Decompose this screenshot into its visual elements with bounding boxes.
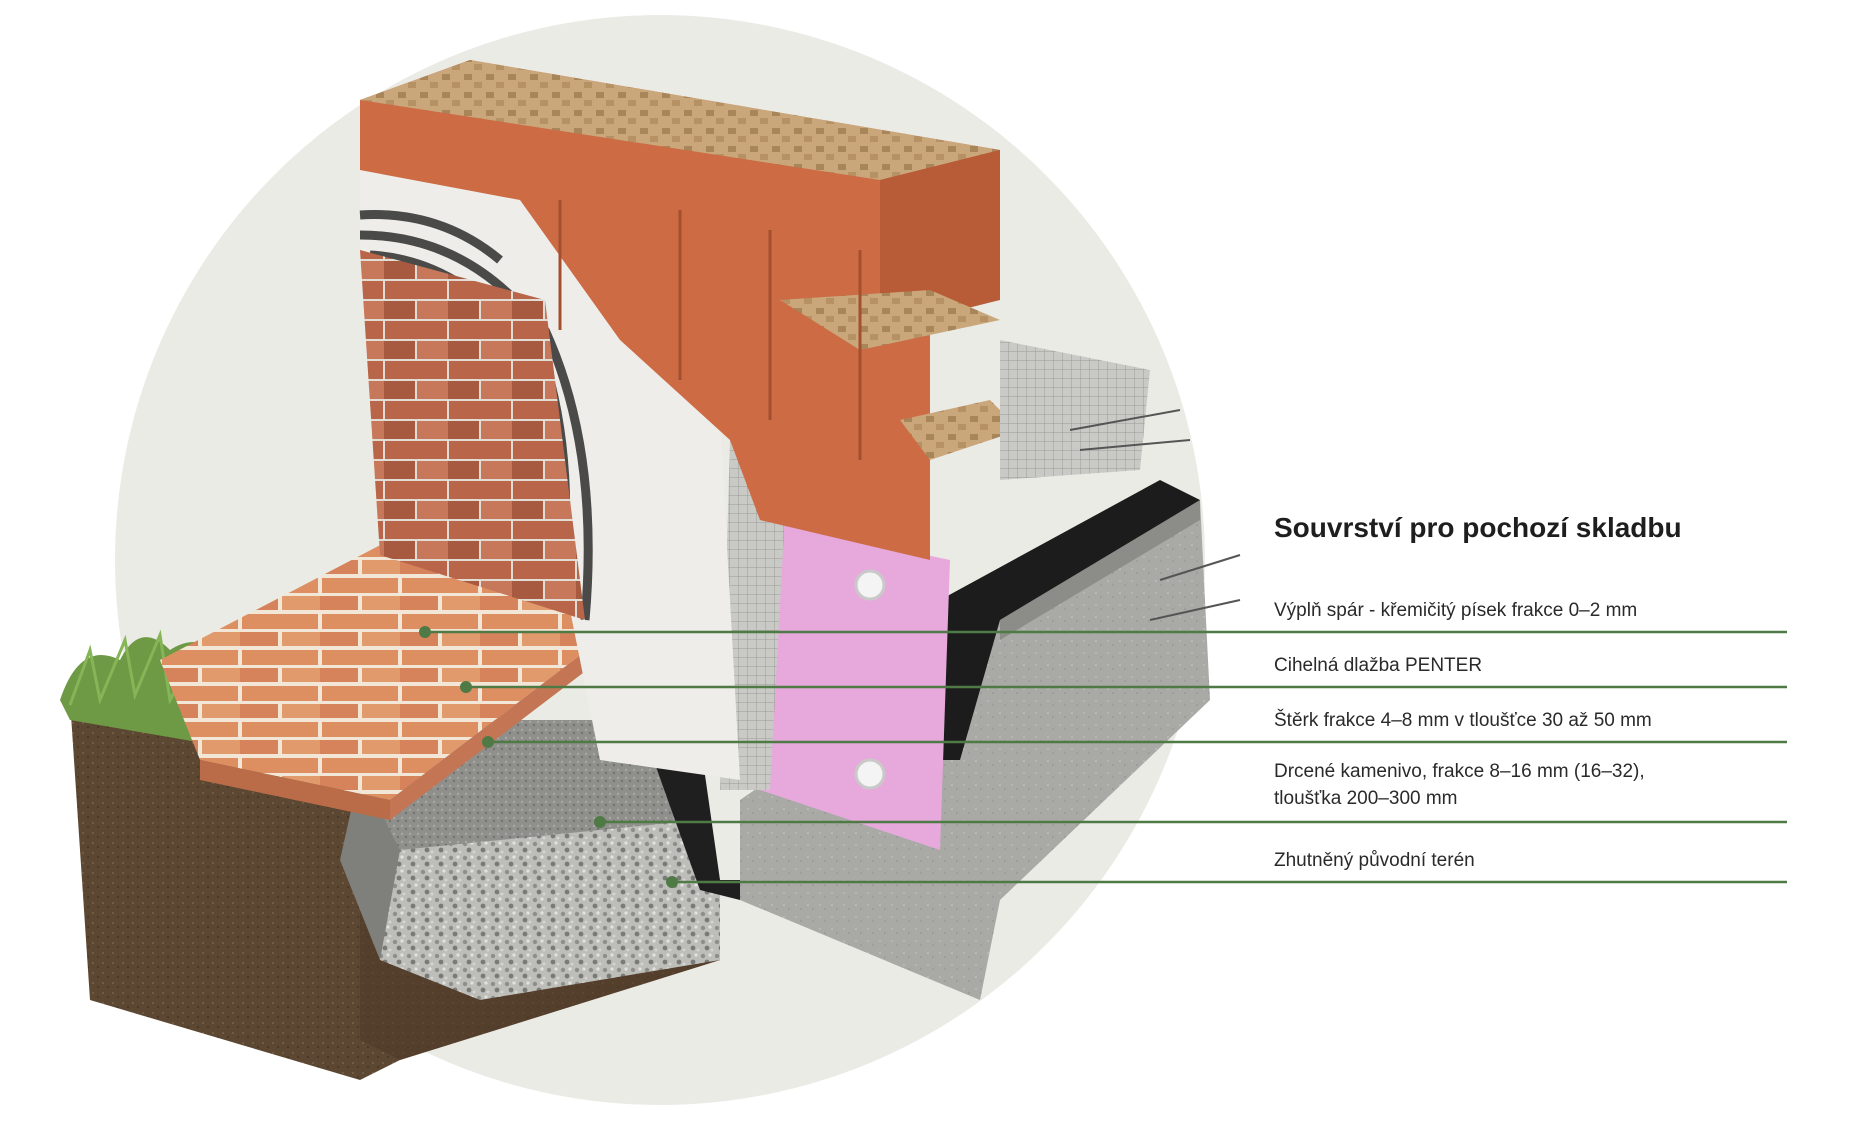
- xps-insulation: [760, 520, 950, 850]
- legend-item-line: Štěrk frakce 4–8 mm v tloušťce 30 až 50 …: [1274, 710, 1652, 731]
- leader-dot: [419, 626, 431, 638]
- clay-block-wall: [360, 60, 1020, 560]
- leader-lines: [419, 626, 1787, 888]
- leader-dot: [594, 816, 606, 828]
- leader-dot: [482, 736, 494, 748]
- waterproofing-strip: [940, 480, 1200, 760]
- legend-item-line: Cihelná dlažba PENTER: [1274, 655, 1483, 676]
- legend-item-line: tloušťka 200–300 mm: [1274, 788, 1458, 809]
- leader-dot: [460, 681, 472, 693]
- legend-item-line: Drcené kamenivo, frakce 8–16 mm (16–32),: [1274, 761, 1645, 782]
- legend-item-line: Zhutněný původní terén: [1274, 850, 1475, 871]
- legend-item: Zhutněný původní terén: [1274, 847, 1475, 874]
- brick-slip-wall: [360, 250, 585, 620]
- concrete-foundation: [740, 500, 1210, 1000]
- legend-item: Výplň spár - křemičitý písek frakce 0–2 …: [1274, 597, 1637, 624]
- legend-title: Souvrství pro pochozí skladbu: [1274, 512, 1682, 543]
- legend-item: Štěrk frakce 4–8 mm v tloušťce 30 až 50 …: [1274, 707, 1652, 734]
- legend-item-line: Výplň spár - křemičitý písek frakce 0–2 …: [1274, 600, 1638, 621]
- legend-item: Cihelná dlažba PENTER: [1274, 652, 1482, 679]
- leader-dot: [666, 876, 678, 888]
- brick-paver-surface: [160, 540, 600, 800]
- legend-item: Drcené kamenivo, frakce 8–16 mm (16–32),…: [1274, 758, 1645, 812]
- ceiling-slab: [1000, 340, 1150, 480]
